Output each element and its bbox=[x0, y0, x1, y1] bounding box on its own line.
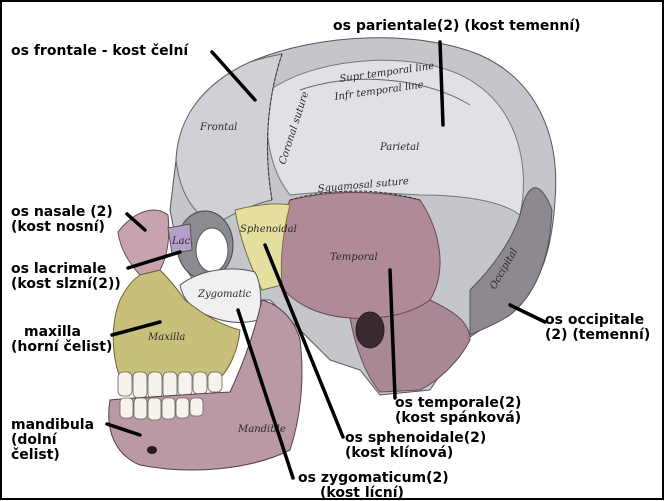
engr-frontal: Frontal bbox=[199, 122, 237, 133]
label-mandibula-line3: čelist) bbox=[11, 448, 94, 463]
frontal-bone bbox=[176, 54, 282, 225]
label-lacrimale-line2: (kost slzní(2)) bbox=[11, 277, 121, 292]
label-sphenoidale-line2: (kost klínová) bbox=[345, 446, 486, 461]
label-occipitale: os occipitale (2) (temenní) bbox=[545, 313, 650, 343]
label-maxilla: maxilla (horní čelist) bbox=[22, 325, 112, 355]
ear-opening bbox=[356, 312, 384, 348]
label-nasale-line2: (kost nosní) bbox=[11, 220, 113, 235]
label-nasale-line1: os nasale (2) bbox=[11, 205, 113, 220]
engr-maxilla: Maxilla bbox=[147, 332, 185, 343]
label-temporale: os temporale(2) (kost spánková) bbox=[395, 396, 521, 426]
label-temporale-line2: (kost spánková) bbox=[395, 411, 521, 426]
label-maxilla-line1: maxilla bbox=[22, 325, 112, 340]
nasal-bone bbox=[118, 210, 169, 275]
label-parietale-text: os parientale(2) (kost temenní) bbox=[333, 19, 581, 34]
label-nasale: os nasale (2) (kost nosní) bbox=[11, 205, 113, 235]
label-zygomaticum: os zygomaticum(2) (kost lícní) bbox=[298, 471, 449, 501]
engr-lachrymal: Lac. bbox=[171, 236, 193, 247]
label-zygomaticum-line1: os zygomaticum(2) bbox=[298, 471, 449, 486]
label-parietale: os parientale(2) (kost temenní) bbox=[333, 19, 581, 34]
label-sphenoidale-line1: os sphenoidale(2) bbox=[345, 431, 486, 446]
label-lacrimale: os lacrimale (kost slzní(2)) bbox=[11, 262, 121, 292]
label-maxilla-line2: (horní čelist) bbox=[11, 340, 112, 355]
engr-sphenoidal: Sphenoidal bbox=[240, 224, 297, 235]
label-frontale: os frontale - kost čelní bbox=[11, 44, 188, 59]
engr-zygomatic: Zygomatic bbox=[197, 289, 252, 300]
label-zygomaticum-line2: (kost lícní) bbox=[298, 486, 449, 501]
label-sphenoidale: os sphenoidale(2) (kost klínová) bbox=[345, 431, 486, 461]
label-temporale-line1: os temporale(2) bbox=[395, 396, 521, 411]
label-occipitale-line2: (2) (temenní) bbox=[545, 328, 650, 343]
leader-occipitale bbox=[510, 305, 545, 322]
engr-parietal: Parietal bbox=[379, 142, 419, 153]
engr-temporal: Temporal bbox=[330, 252, 378, 263]
label-mandibula: mandibula (dolní čelist) bbox=[11, 418, 94, 463]
label-frontale-text: os frontale - kost čelní bbox=[11, 44, 188, 59]
label-lacrimale-line1: os lacrimale bbox=[11, 262, 121, 277]
label-mandibula-line1: mandibula bbox=[11, 418, 94, 433]
label-mandibula-line2: (dolní bbox=[11, 433, 94, 448]
label-occipitale-line1: os occipitale bbox=[545, 313, 650, 328]
orbit-inner bbox=[196, 228, 228, 272]
mental-foramen bbox=[147, 446, 157, 454]
